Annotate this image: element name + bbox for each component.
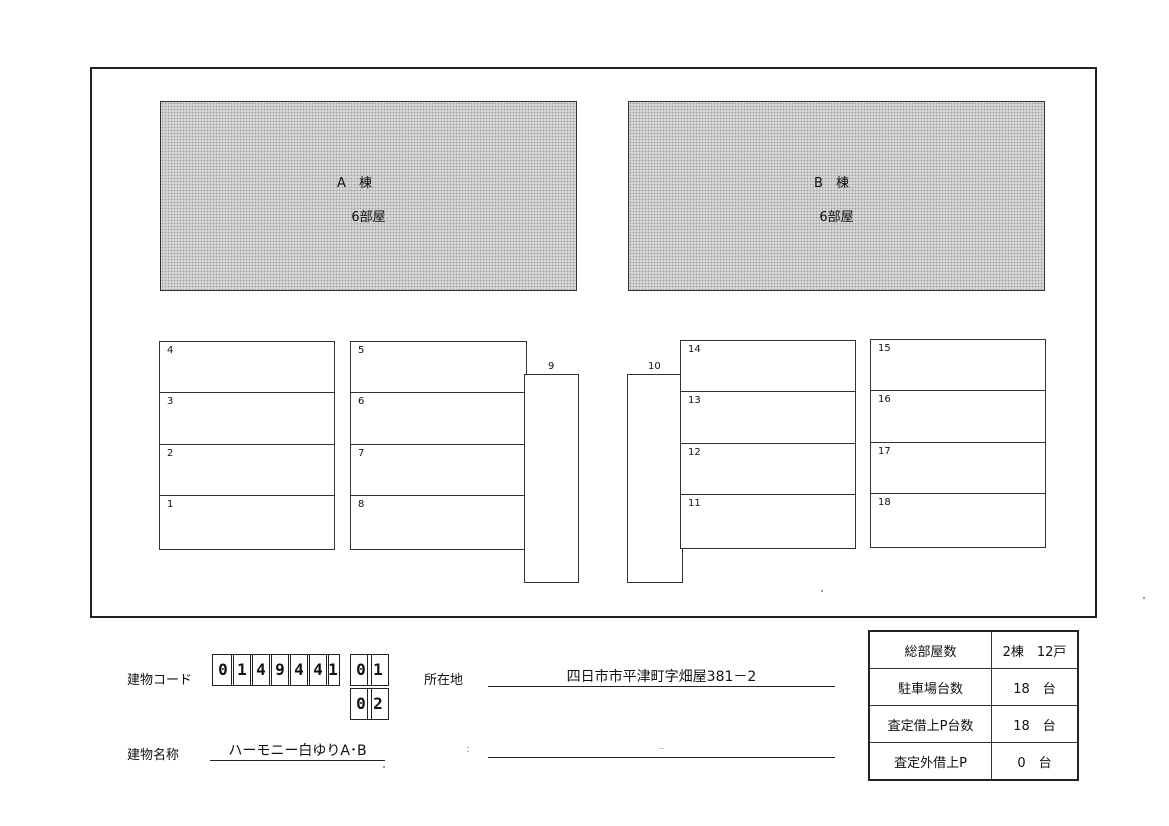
location-line-2: .. — [488, 740, 835, 758]
summary-value: 2棟 12戸 — [991, 630, 1079, 669]
scan-speck — [1143, 597, 1145, 599]
location-value: 四日市市平津町字畑屋381－2 — [488, 666, 835, 687]
building-a-rooms: 6部屋 — [351, 210, 386, 225]
parking-slot-10-label: 10 — [648, 361, 661, 372]
parking-slot: 18 — [870, 493, 1046, 548]
parking-slot: 6 — [350, 392, 527, 447]
summary-label: 総部屋数 — [868, 630, 992, 669]
parking-slot: 1 — [159, 495, 335, 550]
sub-code-digit: 0 — [350, 654, 372, 686]
parking-slot: 7 — [350, 444, 527, 498]
code-digit: 4 — [288, 654, 310, 686]
summary-label: 駐車場台数 — [868, 668, 992, 706]
parking-slot: 8 — [350, 495, 527, 550]
parking-slot: 3 — [159, 392, 335, 447]
building-a: A 棟 6部屋 — [160, 101, 577, 291]
scan-speck — [383, 766, 385, 768]
parking-slot: 12 — [680, 443, 856, 497]
parking-slot: 14 — [680, 340, 856, 394]
summary-table: 総部屋数 2棟 12戸 駐車場台数 18 台 査定借上P台数 18 台 査定外借… — [868, 630, 1079, 781]
location-colon: : — [466, 742, 470, 755]
parking-slot: 4 — [159, 341, 335, 395]
building-b-rooms: 6部屋 — [819, 210, 854, 225]
summary-row: 駐車場台数 18 台 — [868, 668, 1079, 706]
code-digit: 1 — [326, 654, 340, 686]
summary-row: 査定借上P台数 18 台 — [868, 705, 1079, 743]
summary-label: 査定外借上P — [868, 742, 992, 781]
code-digit: 4 — [307, 654, 329, 686]
parking-slot: 15 — [870, 339, 1046, 393]
parking-slot: 17 — [870, 442, 1046, 496]
summary-value: 18 台 — [991, 668, 1079, 706]
parking-slot-9-label: 9 — [548, 361, 555, 372]
summary-row: 査定外借上P 0 台 — [868, 742, 1079, 781]
building-name-label: 建物名称 — [127, 748, 180, 763]
code-digit: 0 — [212, 654, 234, 686]
summary-value: 18 台 — [991, 705, 1079, 743]
code-digit: 1 — [231, 654, 253, 686]
site-plan-frame — [90, 67, 1097, 618]
building-a-name: A 棟 — [337, 176, 372, 191]
summary-row: 総部屋数 2棟 12戸 — [868, 630, 1079, 669]
summary-value: 0 台 — [991, 742, 1079, 781]
sub-code-digit: 1 — [367, 654, 389, 686]
building-b: B 棟 6部屋 — [628, 101, 1045, 291]
parking-slot: 2 — [159, 444, 335, 498]
building-code-label: 建物コード — [127, 673, 193, 688]
sub-code-digit: 2 — [367, 688, 389, 720]
code-digit: 4 — [250, 654, 272, 686]
parking-slot: 5 — [350, 341, 527, 395]
scan-speck — [821, 590, 823, 592]
parking-slot-10 — [627, 374, 683, 583]
parking-slot: 16 — [870, 390, 1046, 445]
building-name-value: ハーモニー白ゆりA･B — [210, 740, 385, 761]
parking-slot: 11 — [680, 494, 856, 549]
location-label: 所在地 — [424, 673, 464, 688]
building-b-name: B 棟 — [814, 176, 849, 191]
parking-slot-9 — [524, 374, 579, 583]
parking-slot: 13 — [680, 391, 856, 446]
sub-code-digit: 0 — [350, 688, 372, 720]
summary-label: 査定借上P台数 — [868, 705, 992, 743]
code-digit: 9 — [269, 654, 291, 686]
